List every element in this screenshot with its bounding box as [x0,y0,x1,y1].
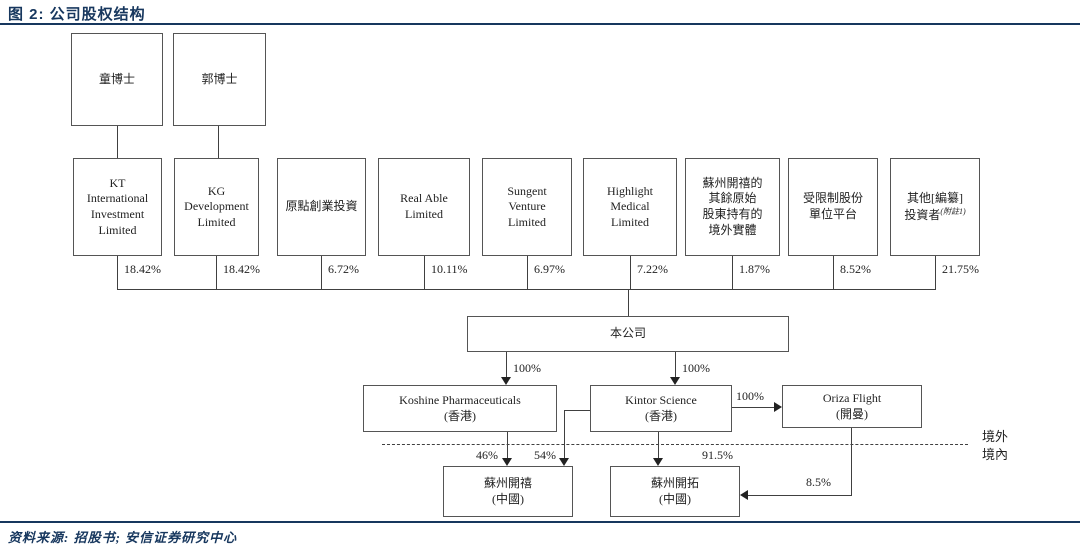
subsidiary-label: Koshine Pharmaceuticals (香港) [399,392,521,423]
connector-line [851,428,852,495]
ownership-pct: 6.97% [534,262,565,276]
company-label: 本公司 [609,326,646,341]
edge-pct: 8.5% [806,475,831,489]
source-note: 资料来源: 招股书; 安信证券研究中心 [8,530,238,545]
ownership-pct: 8.52% [840,262,871,276]
subsidiary-box-suzhou-kaituo: 蘇州開拓 (中國) [610,466,740,517]
connector-line [628,289,629,316]
shareholder-box-kaixi-offshore: 蘇州開禧的 其餘原始 股東持有的 境外實體 [685,158,780,256]
arrow-down-icon [559,458,569,466]
ownership-pct: 6.72% [328,262,359,276]
shareholder-box-kg-development: KG Development Limited [174,158,259,256]
edge-pct: 46% [476,448,498,462]
connector-line [117,256,118,289]
shareholder-label: 蘇州開禧的 其餘原始 股東持有的 境外實體 [702,175,763,237]
edge-pct: 91.5% [702,448,733,462]
shareholder-label: Real Able Limited [400,191,448,221]
connector-line [935,256,936,289]
region-label-onshore: 境內 [982,447,1009,462]
connector-line [564,410,590,411]
footnote-marker: (附註1) [940,206,966,216]
connector-line [218,126,219,158]
arrow-right-icon [774,402,782,412]
founder-label: 童博士 [98,71,135,86]
ownership-pct: 18.42% [124,262,161,276]
title-rule [0,23,1080,25]
connector-line [321,256,322,289]
region-label-offshore: 境外 [982,429,1009,444]
connector-line [507,432,508,460]
ownership-pct: 7.22% [637,262,668,276]
arrow-down-icon [653,458,663,466]
subsidiary-box-kintor-science: Kintor Science (香港) [590,385,732,432]
founder-box-tong: 童博士 [71,33,163,126]
connector-line [833,256,834,289]
shareholder-box-sungent: Sungent Venture Limited [482,158,572,256]
connector-line [424,256,425,289]
connector-line [630,256,631,289]
shareholder-label: 原點創業投資 [285,199,358,214]
connector-line [564,410,565,460]
connector-line [527,256,528,289]
arrow-down-icon [502,458,512,466]
subsidiary-label: 蘇州開拓 (中國) [650,475,699,506]
subsidiary-box-koshine: Koshine Pharmaceuticals (香港) [363,385,557,432]
shareholder-label: KT International Investment Limited [86,175,149,237]
shareholder-box-real-able: Real Able Limited [378,158,470,256]
founder-box-guo: 郭博士 [173,33,266,126]
ownership-pct: 21.75% [942,262,979,276]
founder-label: 郭博士 [201,71,238,86]
edge-pct: 100% [513,361,541,375]
connector-line [732,407,776,408]
ownership-pct: 1.87% [739,262,770,276]
subsidiary-box-suzhou-kaixi: 蘇州開禧 (中國) [443,466,573,517]
shareholder-box-kt-international: KT International Investment Limited [73,158,162,256]
ownership-pct: 10.11% [431,262,468,276]
bus-line [117,289,936,290]
offshore-onshore-divider [382,444,968,445]
footer-rule [0,521,1080,523]
edge-pct: 100% [682,361,710,375]
shareholder-box-rsu-platform: 受限制股份 單位平台 [788,158,878,256]
shareholder-box-highlight: Highlight Medical Limited [583,158,677,256]
shareholder-label: 受限制股份 單位平台 [802,191,863,221]
subsidiary-label: 蘇州開禧 (中國) [483,475,532,506]
connector-line [747,495,852,496]
shareholder-box-other-investors: 其他[編纂] 投資者(附註1) [890,158,980,256]
connector-line [117,126,118,158]
edge-pct: 54% [534,448,556,462]
figure-title: 图 2: 公司股权结构 [8,6,146,23]
shareholder-label: Highlight Medical Limited [606,183,653,229]
connector-line [216,256,217,289]
connector-line [506,352,507,379]
connector-line [658,432,659,460]
edge-pct: 100% [736,389,764,403]
connector-line [732,256,733,289]
shareholder-label: KG Development Limited [184,183,249,229]
shareholder-label: 其他[編纂] 投資者(附註1) [904,190,966,222]
arrow-down-icon [670,377,680,385]
arrow-left-icon [740,490,748,500]
company-box: 本公司 [467,316,789,352]
shareholder-label: Sungent Venture Limited [507,183,547,229]
subsidiary-box-oriza-flight: Oriza Flight (開曼) [782,385,922,428]
arrow-down-icon [501,377,511,385]
connector-line [675,352,676,379]
subsidiary-label: Oriza Flight (開曼) [822,390,882,421]
subsidiary-label: Kintor Science (香港) [625,392,697,423]
ownership-pct: 18.42% [223,262,260,276]
shareholder-box-yuandian: 原點創業投資 [277,158,366,256]
